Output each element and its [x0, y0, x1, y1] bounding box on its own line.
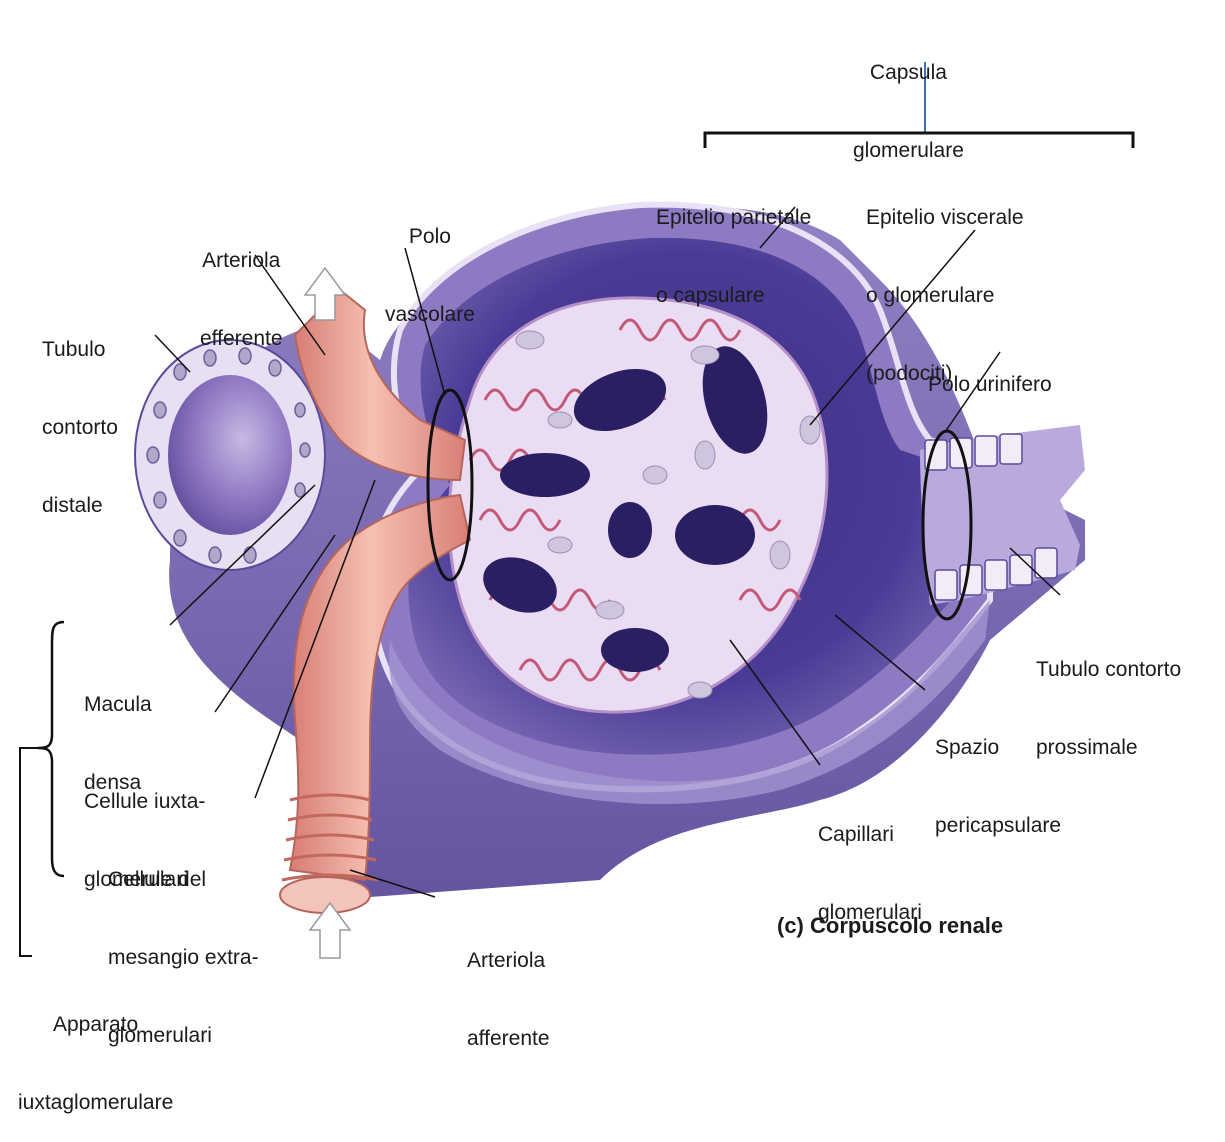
- label-line: contorto: [42, 415, 118, 441]
- label-arteriola-efferente: Arteriola efferente: [200, 196, 283, 378]
- apparatus-brace: [38, 622, 64, 876]
- label-line: distale: [42, 493, 118, 519]
- label-line: Cellule iuxta-: [84, 789, 205, 815]
- renal-corpuscle-diagram: Capsula glomerulare Epitelio parietale o…: [0, 0, 1225, 1016]
- label-line: Arteriola: [200, 248, 283, 274]
- label-arteriola-afferente: Arteriola afferente: [467, 896, 550, 1078]
- label-line: pericapsulare: [935, 813, 1061, 839]
- label-line: iuxtaglomerulare: [18, 1090, 173, 1116]
- label-line: Polo urinifero: [928, 372, 1052, 398]
- label-line: Epitelio parietale: [656, 205, 811, 231]
- label-line: afferente: [467, 1026, 550, 1052]
- figure-title: (c) Corpuscolo renale: [777, 913, 1003, 939]
- label-line: o capsulare: [656, 283, 811, 309]
- label-polo-urinifero: Polo urinifero: [928, 320, 1052, 424]
- label-line: Cellule del: [108, 867, 259, 893]
- label-tubulo-distale: Tubulo contorto distale: [42, 285, 118, 545]
- distal-tubule-lumen: [168, 375, 292, 535]
- label-line: Polo: [385, 224, 475, 250]
- label-line: Macula: [84, 692, 152, 718]
- label-line: Capsula: [853, 60, 964, 86]
- label-line: Arteriola: [467, 948, 550, 974]
- label-line: efferente: [200, 326, 283, 352]
- label-line: Tubulo: [42, 337, 118, 363]
- label-line: vascolare: [385, 302, 475, 328]
- label-polo-vascolare: Polo vascolare: [385, 172, 475, 354]
- label-apparato-iuxtaglomerulare: Apparato iuxtaglomerulare: [18, 960, 173, 1142]
- label-line: Tubulo contorto: [1036, 657, 1181, 683]
- label-line: Epitelio viscerale: [866, 205, 1024, 231]
- afferent-arteriole-opening: [280, 877, 370, 913]
- apparatus-bracket-line: [20, 748, 38, 956]
- label-spazio-pericapsulare: Spazio pericapsulare: [935, 683, 1061, 865]
- label-line: Capillari: [818, 822, 922, 848]
- label-line: o glomerulare: [866, 283, 1024, 309]
- label-epitelio-parietale: Epitelio parietale o capsulare: [656, 153, 811, 335]
- label-line: Spazio: [935, 735, 1061, 761]
